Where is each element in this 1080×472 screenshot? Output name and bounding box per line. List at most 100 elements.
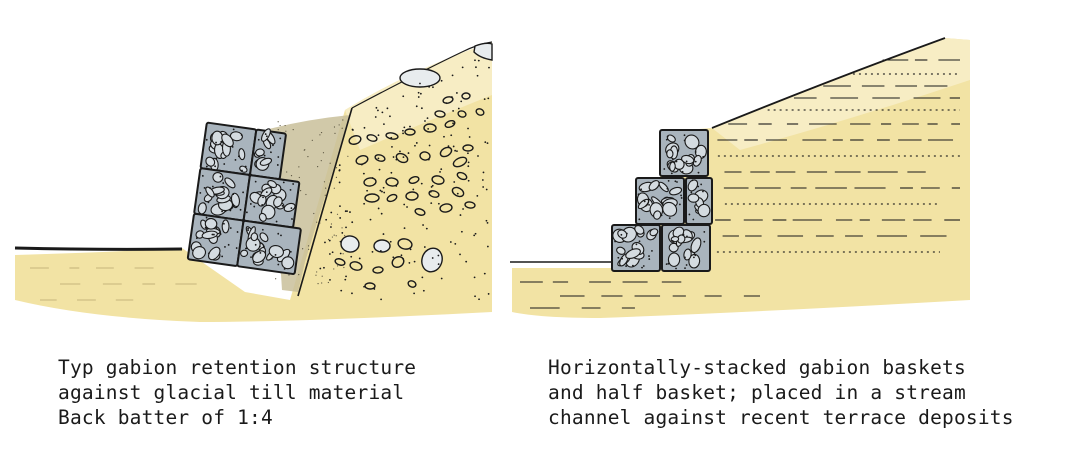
gabion-fill-dot — [247, 229, 249, 232]
till-stipple — [402, 95, 405, 98]
backfill-stipple — [307, 156, 309, 158]
till-stipple — [450, 134, 453, 137]
gabion-stone — [208, 246, 221, 261]
gabion-fill-dot — [227, 243, 230, 246]
till-stipple — [465, 260, 468, 263]
till-stipple — [323, 266, 325, 269]
slope-face-line — [297, 107, 353, 297]
till-stipple — [391, 145, 393, 148]
till-stipple — [363, 202, 366, 205]
gabion-fill-dot — [270, 151, 272, 154]
till-stipple — [413, 292, 416, 295]
till-stipple — [454, 149, 457, 152]
backfill-stipple — [335, 176, 338, 178]
caption-left-line-1: Typ gabion retention structure — [58, 356, 417, 379]
backfill-stipple — [342, 119, 344, 121]
till-stone — [334, 258, 346, 266]
till-stone — [408, 176, 420, 184]
backfill-stipple — [277, 121, 279, 123]
till-stipple — [481, 179, 484, 181]
gabion-fill-dot — [685, 160, 688, 163]
gabion-fill-dot — [195, 237, 198, 239]
gabion-fill-dot — [666, 187, 669, 190]
till-stipple — [339, 217, 342, 219]
till-stipple — [430, 186, 433, 188]
till-stipple — [362, 172, 365, 175]
gabion-fill-dot — [270, 257, 273, 260]
gabion-fill-dot — [290, 207, 293, 210]
till-stipple — [432, 86, 434, 89]
till-stipple — [373, 288, 376, 290]
gabion-fill-dot — [209, 187, 211, 189]
gabion-fill-dot — [211, 233, 214, 236]
till-stipple — [427, 127, 430, 130]
gabion-basket-left — [186, 212, 245, 267]
till-stone — [462, 144, 474, 152]
till-stipple — [338, 169, 341, 171]
gabion-basket-right — [659, 129, 709, 177]
backfill-stipple — [277, 129, 279, 131]
backfill-stipple — [321, 275, 323, 277]
gabion-fill-dot — [702, 155, 705, 158]
gabion-fill-dot — [703, 231, 706, 233]
gabion-fill-dot — [691, 179, 694, 182]
gabion-fill-dot — [240, 134, 243, 136]
caption-right-line-2: and half basket; placed in a stream — [548, 381, 966, 404]
till-stipple — [482, 171, 485, 174]
gabion-stone — [229, 131, 243, 142]
till-stipple — [346, 210, 348, 213]
till-stipple — [375, 106, 378, 109]
gabion-fill-dot — [289, 188, 292, 191]
till-stipple — [329, 278, 331, 281]
gabion-fill-dot — [685, 264, 688, 266]
gabion-fill-dot — [235, 247, 238, 249]
gabion-fill-dot — [274, 253, 277, 256]
gabion-fill-dot — [211, 185, 214, 188]
gabion-fill-dot — [245, 211, 248, 214]
backfill-stipple — [313, 212, 315, 215]
backfill-stipple — [302, 248, 304, 250]
till-stipple — [350, 255, 353, 258]
gabion-fill-dot — [638, 240, 641, 243]
gabion-stone — [637, 198, 650, 210]
gabion-stone — [273, 196, 283, 208]
gabion-fill-dot — [690, 191, 693, 194]
till-stipple — [407, 152, 410, 154]
caption-right-line-3: channel against recent terrace deposits — [548, 406, 1014, 429]
backfill-stipple — [333, 187, 335, 189]
till-stipple — [419, 82, 421, 85]
till-stipple — [331, 251, 334, 254]
till-stipple — [421, 276, 424, 279]
caption-left-line-3: Back batter of 1:4 — [58, 406, 273, 429]
till-stipple — [454, 243, 457, 245]
gabion-fill-dot — [694, 160, 697, 163]
backfill-stipple — [316, 271, 318, 273]
gabion-stone — [283, 202, 296, 212]
gabion-stone — [662, 201, 678, 217]
till-stipple — [461, 66, 464, 69]
till-stipple — [419, 92, 422, 95]
backfill-stipple — [284, 124, 286, 127]
till-stipple — [402, 258, 405, 260]
gabion-fill-dot — [702, 190, 704, 193]
gabion-fill-dot — [682, 233, 685, 236]
gabion-fill-dot — [261, 228, 264, 231]
gabion-fill-dot — [205, 165, 208, 168]
gabion-stone — [649, 228, 659, 237]
gabion-fill-dot — [670, 172, 673, 175]
backfill-stipple — [333, 234, 335, 236]
gabion-stone — [238, 148, 246, 161]
till-stipple — [485, 219, 488, 222]
gabion-fill-dot — [667, 179, 670, 182]
backfill-stipple — [330, 223, 333, 225]
gabion-fill-dot — [279, 137, 282, 140]
gabion-fill-dot — [229, 227, 232, 229]
till-stone — [456, 171, 468, 181]
till-stone — [349, 261, 363, 271]
gabion-fill-dot — [688, 213, 691, 216]
backfill-stipple — [325, 187, 327, 189]
gabion-fill-dot — [203, 186, 206, 189]
gabion-fill-dot — [683, 139, 686, 142]
till-stipple — [345, 226, 347, 229]
till-stipple — [340, 289, 343, 292]
